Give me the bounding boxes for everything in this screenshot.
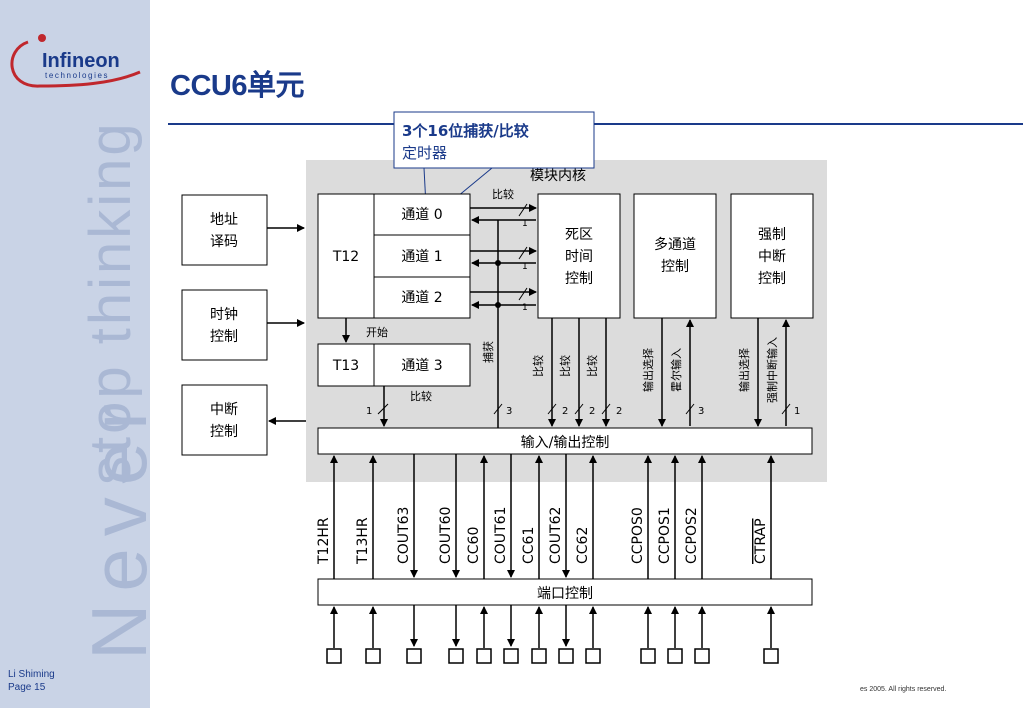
addr-decode-l1: 地址 [210,212,238,228]
trap-block [730,193,814,319]
io-control-bar [317,427,813,455]
page-label: Page 15 [8,682,46,693]
signal-label: CCPOS1 [657,507,673,564]
t12-label: T12 [332,249,359,265]
signal-label: CTRAP [753,518,769,564]
deadtime-l1: 死区 [565,227,593,243]
infineon-logo: Infineon technologies [10,34,141,88]
pin-pad [448,648,464,664]
signal-label: COUT60 [438,507,454,564]
width-ch2: 1 [522,303,528,313]
hall-input-label: 霍尔输入 [669,348,683,392]
start-label: 开始 [366,325,388,339]
irq-ctrl-block [181,384,268,456]
signal-label: COUT62 [548,507,564,564]
author-label: Li Shiming [8,669,55,680]
signal-label: CC60 [466,527,482,564]
module-core-label: 模块内核 [530,168,586,184]
t13-label: T13 [332,358,359,374]
compare-label-t13: 比较 [410,389,432,403]
pin-pad [476,648,492,664]
io-control-label: 输入/输出控制 [521,435,610,451]
compare-label-dt0: 比较 [531,355,545,377]
width-trap: 1 [794,406,800,417]
signal-label: CCPOS2 [684,507,700,564]
capture-label: 捕获 [481,341,495,363]
channel-3: 通道 3 [401,358,442,374]
width-dt2: 2 [616,406,622,417]
copyright-text: es 2005. All rights reserved. [860,686,947,693]
irq-ctrl-l1: 中断 [210,402,238,418]
width-hall: 3 [698,406,704,417]
clock-ctrl-l1: 时钟 [210,306,238,323]
sidebar-band: stop thinking Never Li Shiming Page 15 [0,0,150,708]
deadtime-block [537,193,621,319]
out-select-trap: 输出选择 [737,348,751,392]
pin-pad [531,648,547,664]
width-ch1: 1 [522,262,528,272]
channel-0: 通道 0 [401,207,442,223]
signal-label: CC62 [575,527,591,564]
watermark-line2: Never [75,392,150,660]
title-rule [168,123,1023,125]
compare-label-dt1: 比较 [558,355,572,377]
signal-label: COUT63 [396,507,412,564]
pin-pad [667,648,683,664]
width-dt1: 2 [589,406,595,417]
pin-pad [406,648,422,664]
logo-brand: Infineon [42,50,120,72]
width-capture: 3 [506,406,512,417]
callout-box [393,111,595,169]
compare-label-top: 比较 [492,187,514,201]
callout-line1: 3个16位捕获/比较 [402,122,529,140]
pin-pad [558,648,574,664]
signal-lines: T12HR T13HR COUT63 COUT60 CC60 COUT61 CC61 COUT… [316,454,779,664]
watermark-line1: stop thinking [78,120,143,485]
clock-ctrl-block [181,289,268,361]
out-select-mc: 输出选择 [641,348,655,392]
pin-pad [694,648,710,664]
clock-ctrl-l2: 控制 [210,329,238,345]
multichannel-l2: 控制 [661,259,689,275]
width-dt0: 2 [562,406,568,417]
trap-l3: 控制 [758,271,786,287]
multichannel-l1: 多通道 [654,236,696,253]
signal-label: COUT61 [493,507,509,564]
width-t13: 1 [366,406,372,417]
deadtime-l2: 时间 [565,249,593,265]
port-control-bar [317,578,813,606]
addr-decode-l2: 译码 [210,234,238,250]
pin-pad [763,648,779,664]
pin-pad [326,648,342,664]
addr-decode-block [181,194,268,266]
channel-2: 通道 2 [401,290,442,306]
t12-block [317,193,471,319]
compare-label-dt2: 比较 [585,355,599,377]
pin-pad [640,648,656,664]
signal-label: T12HR [316,517,332,565]
logo-sub: technologies [45,71,109,80]
signal-label: CCPOS0 [630,507,646,564]
signal-label: CC61 [521,527,537,564]
channel-1: 通道 1 [401,249,442,265]
multichannel-block [633,193,717,319]
trap-input-label: 强制中断输入 [765,337,779,403]
irq-ctrl-l2: 控制 [210,424,238,440]
callout-line2: 定时器 [402,144,447,162]
port-control-label: 端口控制 [537,586,593,602]
watermark: stop thinking Never [75,120,150,660]
pin-pad [365,648,381,664]
slide-title: CCU6单元 [170,70,304,102]
trap-l1: 强制 [758,227,786,243]
pin-pad [503,648,519,664]
deadtime-l3: 控制 [565,271,593,287]
signal-label: T13HR [355,517,371,565]
pin-pad [585,648,601,664]
trap-l2: 中断 [758,249,786,265]
width-ch0: 1 [522,219,528,229]
t13-block [317,343,471,387]
